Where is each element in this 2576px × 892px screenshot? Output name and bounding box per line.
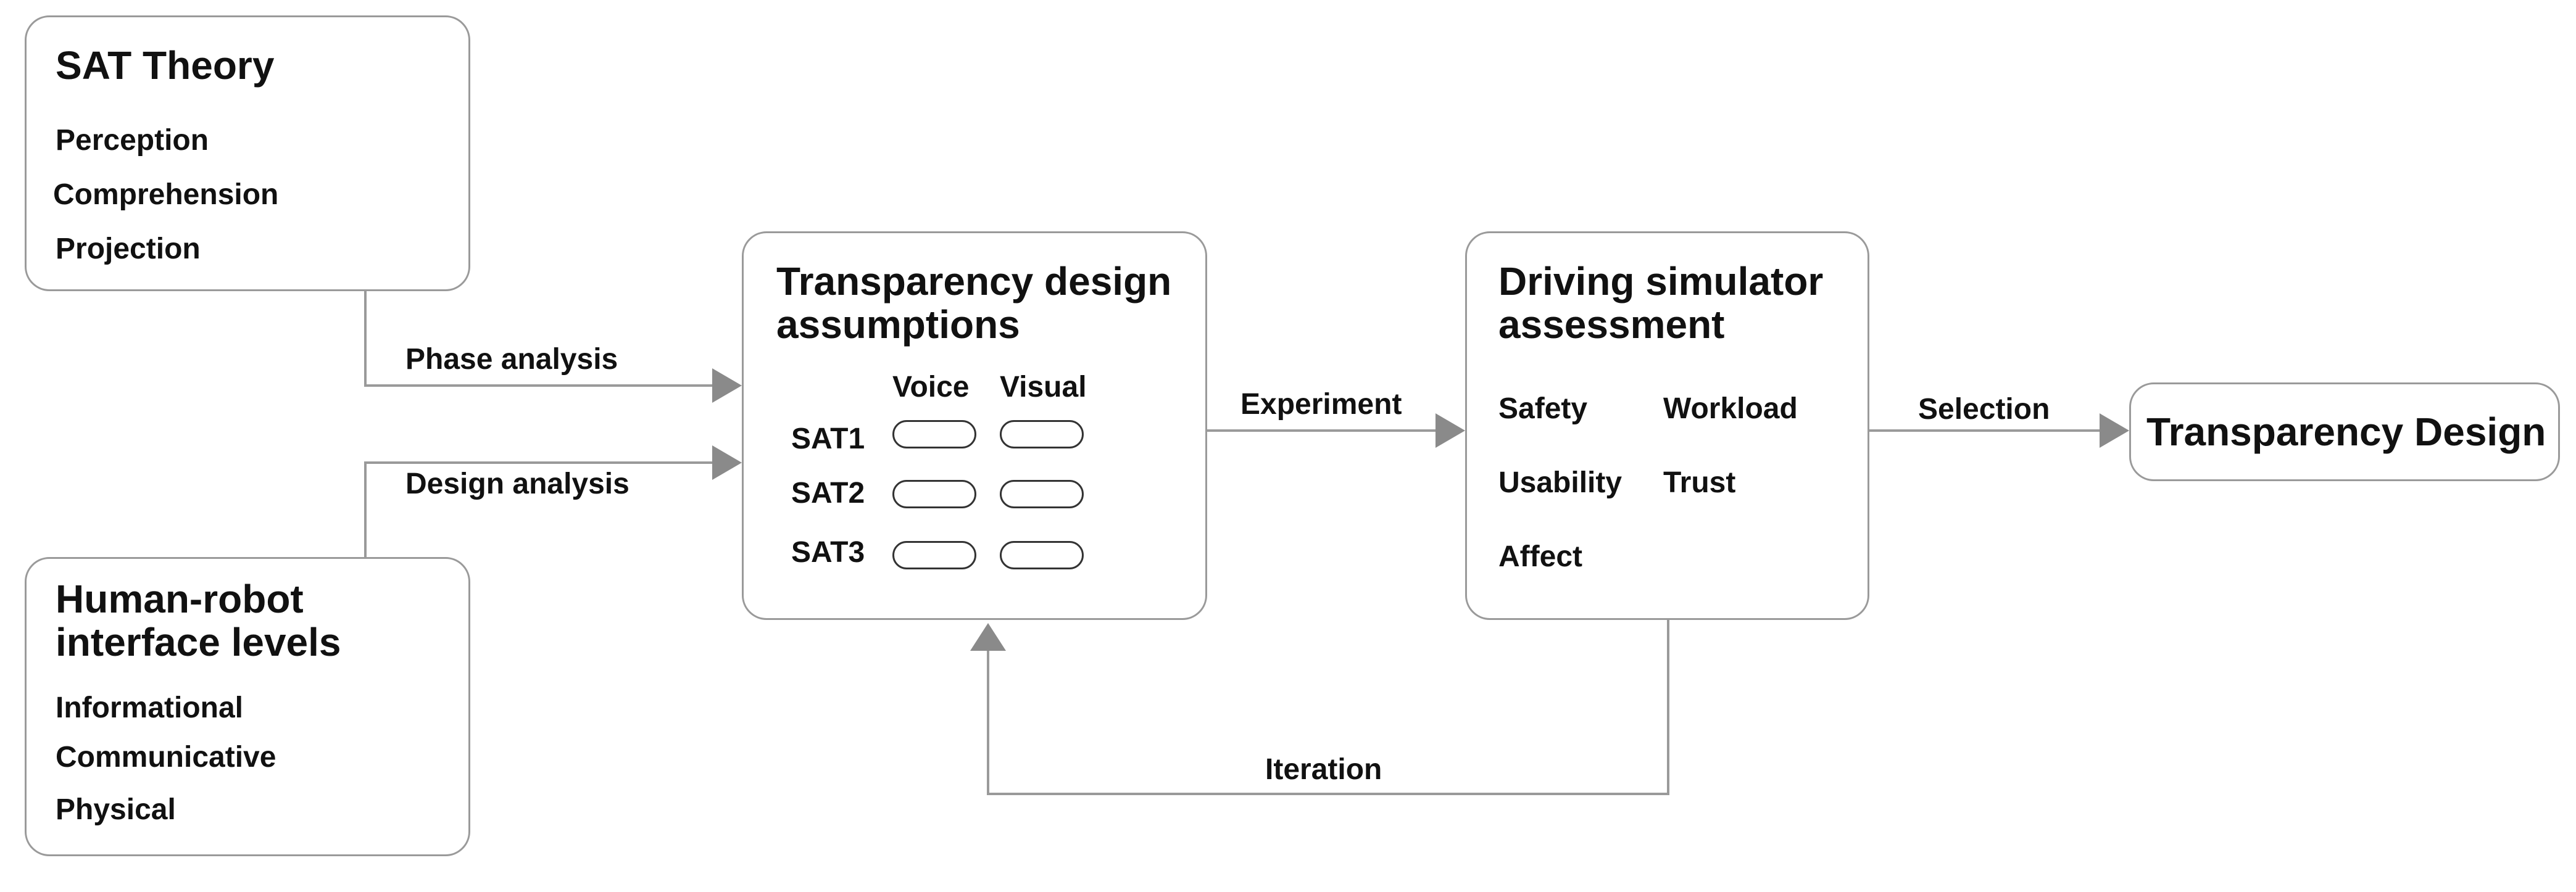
sat-theory-item-projection: Projection xyxy=(56,233,201,265)
iteration-label: Iteration xyxy=(1265,753,1382,786)
hri-levels-box xyxy=(25,557,470,856)
iteration-connector xyxy=(987,620,1669,795)
selection-label: Selection xyxy=(1918,393,2050,426)
voice-column-header: Voice xyxy=(892,371,970,403)
transparency-design-title: Transparency Design xyxy=(2146,410,2546,454)
transparency-assumptions-title-line1: Transparency design xyxy=(776,259,1172,304)
transparency-assumptions-title-line2: assumptions xyxy=(776,302,1020,347)
experiment-label: Experiment xyxy=(1240,388,1402,421)
hri-levels-title-line1: Human-robot xyxy=(56,577,304,621)
metric-safety: Safety xyxy=(1498,392,1588,425)
transparency-design-box xyxy=(2129,382,2560,481)
sat2-voice-option[interactable] xyxy=(892,480,976,508)
sat1-row-label: SAT1 xyxy=(791,423,865,455)
design-analysis-label: Design analysis xyxy=(405,468,629,500)
metric-usability: Usability xyxy=(1498,466,1622,499)
sat-theory-box xyxy=(25,15,470,291)
design-analysis-connector xyxy=(364,461,716,557)
metric-affect: Affect xyxy=(1498,540,1583,573)
sat2-visual-option[interactable] xyxy=(1000,480,1084,508)
phase-analysis-connector xyxy=(364,291,716,387)
hri-levels-title-line2: interface levels xyxy=(56,620,341,664)
metric-trust: Trust xyxy=(1663,466,1736,499)
design-analysis-arrowhead xyxy=(712,445,742,480)
simulator-assessment-box xyxy=(1465,231,1869,620)
sat3-visual-option[interactable] xyxy=(1000,541,1084,569)
simulator-title-line1: Driving simulator xyxy=(1498,259,1824,304)
sat-theory-item-perception: Perception xyxy=(56,124,209,157)
sat3-row-label: SAT3 xyxy=(791,536,865,569)
iteration-arrowhead xyxy=(970,623,1006,651)
experiment-arrowhead xyxy=(1435,413,1465,448)
hri-levels-item-physical: Physical xyxy=(56,793,176,826)
sat1-voice-option[interactable] xyxy=(892,420,976,448)
metric-workload: Workload xyxy=(1663,392,1798,425)
phase-analysis-arrowhead xyxy=(712,368,742,403)
sat-theory-item-comprehension: Comprehension xyxy=(53,178,279,211)
visual-column-header: Visual xyxy=(1000,371,1087,403)
sat1-visual-option[interactable] xyxy=(1000,420,1084,448)
hri-levels-item-informational: Informational xyxy=(56,692,244,724)
simulator-title-line2: assessment xyxy=(1498,302,1725,347)
sat3-voice-option[interactable] xyxy=(892,541,976,569)
sat2-row-label: SAT2 xyxy=(791,477,865,510)
sat-theory-title: SAT Theory xyxy=(56,43,275,88)
phase-analysis-label: Phase analysis xyxy=(405,343,618,376)
hri-levels-item-communicative: Communicative xyxy=(56,741,276,774)
selection-arrowhead xyxy=(2100,413,2129,448)
